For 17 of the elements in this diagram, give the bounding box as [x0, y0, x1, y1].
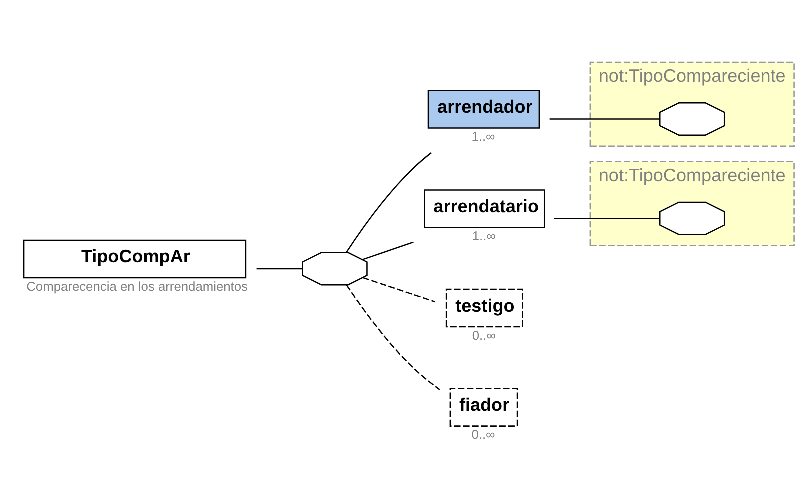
node-label: 1..∞ — [472, 228, 496, 244]
node-octagon — [302, 252, 368, 286]
node-label: 0..∞ — [472, 328, 496, 343]
connector — [362, 277, 436, 303]
node-label: 1..∞ — [472, 129, 496, 144]
connector — [362, 242, 414, 260]
node-label: Comparecencia en los arrendamientos — [26, 278, 248, 294]
connector — [346, 284, 440, 390]
node-octagon — [659, 202, 726, 236]
connector — [256, 268, 303, 270]
connector — [554, 218, 660, 220]
cluster: not:TipoCompareciente — [590, 161, 795, 246]
node-octagon — [659, 102, 726, 136]
cluster: not:TipoCompareciente — [590, 62, 795, 147]
node-label: 0..∞ — [472, 427, 496, 442]
connector — [550, 118, 660, 120]
connector — [346, 152, 432, 254]
